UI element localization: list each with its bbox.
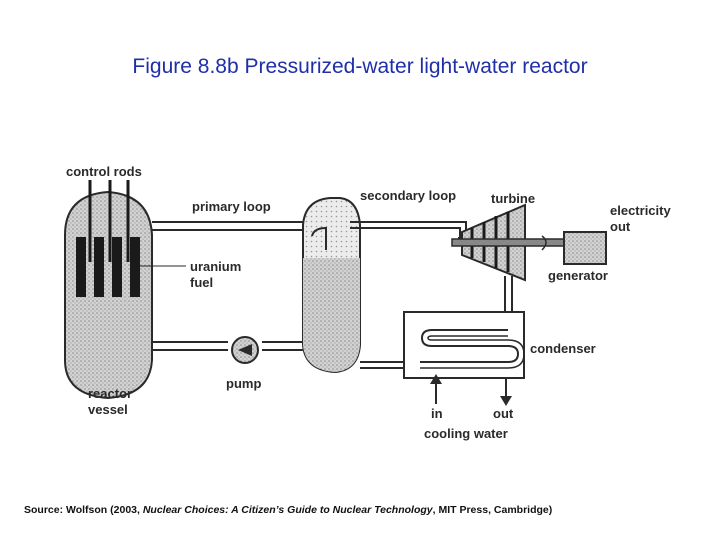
label-in: in (431, 406, 443, 421)
control-rods (88, 180, 130, 262)
label-electricity-out: out (610, 219, 631, 234)
source-suffix: , MIT Press, Cambridge) (432, 504, 553, 516)
arrow-out-icon (500, 378, 512, 406)
steam-generator (302, 197, 361, 374)
reactor-diagram: control rods primary loop secondary loop… (64, 164, 671, 441)
condenser (403, 311, 525, 379)
label-turbine: turbine (491, 191, 535, 206)
label-out: out (493, 406, 514, 421)
label-pump: pump (226, 376, 261, 391)
uranium-fuel (76, 237, 140, 297)
generator-icon (563, 231, 607, 265)
arrow-in-icon (430, 374, 442, 404)
label-condenser: condenser (530, 341, 596, 356)
label-vessel: vessel (88, 402, 128, 417)
label-electricity: electricity (610, 203, 671, 218)
primary-loop-piping (152, 221, 321, 351)
label-generator: generator (548, 268, 608, 283)
source-citation: Source: Wolfson (2003, Nuclear Choices: … (24, 504, 552, 516)
source-book-title: Nuclear Choices: A Citizen’s Guide to Nu… (142, 504, 433, 516)
label-cooling-water: cooling water (424, 426, 508, 441)
label-secondary-loop: secondary loop (360, 188, 456, 203)
figure-title: Figure 8.8b Pressurized-water light-wate… (132, 55, 588, 78)
label-uranium: uranium (190, 259, 241, 274)
label-reactor: reactor (88, 386, 132, 401)
source-prefix: Source: Wolfson (2003, (24, 504, 143, 516)
pump-icon (231, 336, 259, 364)
label-control-rods: control rods (66, 164, 142, 179)
label-fuel: fuel (190, 275, 213, 290)
label-primary-loop: primary loop (192, 199, 271, 214)
